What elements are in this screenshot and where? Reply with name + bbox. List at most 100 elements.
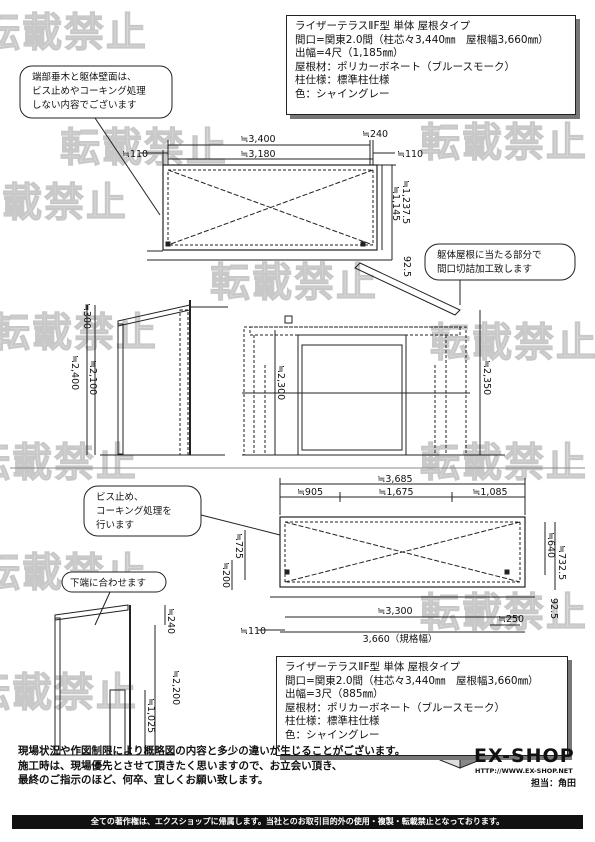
callout-text: ビス止めやコーキング処理: [32, 85, 146, 97]
dim-label: ≒2,400: [69, 355, 80, 390]
spec-line: 間口=関東2.0間（柱芯々3,440㎜ 屋根幅3,660㎜）: [295, 33, 549, 46]
dim-label: ≒240: [362, 129, 388, 140]
post: [284, 569, 290, 575]
callout-text: 躯体屋根に当たる部分で: [437, 249, 542, 261]
dim-label: ≒2,350: [481, 360, 492, 395]
dim-label: ≒725: [233, 533, 244, 559]
dim-label: ≒2,200: [170, 670, 181, 705]
spec-line: 屋根材：ポリカーボネート（ブルースモーク）: [285, 701, 505, 714]
logo-url: HTTP://WWW.EX-SHOP.NET: [475, 767, 573, 775]
dim-label: ≒300: [81, 303, 92, 329]
dim-label: ≒2,100: [87, 360, 98, 395]
dim-label: ≒3,400: [240, 134, 275, 145]
dim-label: ≒3,685: [377, 474, 412, 485]
top-plan-view: ≒3,400 ≒3,180 ≒110 ≒110 ≒240 ≒1,145 ≒1,2…: [122, 129, 423, 277]
roof-fascia: [249, 326, 461, 336]
dim-label: ≒250: [498, 614, 524, 625]
spec-line: 出幅=4尺（1,185㎜）: [295, 47, 404, 60]
dim-label: ≒640: [545, 532, 556, 558]
door-inner: [301, 344, 403, 451]
callout-text: 端部垂木と躯体壁面は、: [32, 71, 137, 83]
callout-text: 行います: [96, 519, 134, 531]
roof-outline: [162, 164, 378, 251]
spec-line: 色：シャイングレー: [285, 728, 380, 741]
post: [117, 323, 124, 455]
watermark: 転載禁止: [210, 260, 378, 307]
spec-title: ライザーテラスⅡF型 単体 屋根タイプ: [285, 661, 461, 673]
note-line: 最終のご指示のほど、何卒、宜しくお願い致します。: [18, 774, 269, 786]
post: [165, 241, 171, 247]
roof-panel: [54, 604, 129, 621]
inner-outline: [284, 521, 521, 583]
spec-box-bottom: ライザーテラスⅡF型 単体 屋根タイプ 間口=関東2.0間（柱芯々3,440㎜ …: [276, 656, 568, 756]
dim-label: ≒1,145: [390, 186, 401, 221]
callout-text: 下端に合わせます: [70, 577, 146, 589]
post: [54, 617, 61, 755]
author-label: 担当：角田: [531, 779, 577, 789]
spec-line: 屋根材：ポリカーボネート（ブルースモーク）: [295, 60, 515, 73]
dim-label: ≒1,025: [145, 698, 156, 733]
watermark: 転載禁止: [0, 440, 138, 487]
spec-line: 間口=関東2.0間（柱芯々3,440㎜ 屋根幅3,660㎜）: [285, 674, 539, 687]
callout-bottom-align: 下端に合わせます: [61, 571, 167, 626]
brace-line: [167, 169, 374, 246]
dim-label: ≒110: [397, 149, 423, 160]
note-line: 施工時は、現場優先とさせて頂きたく思いますので、お立会い頂き、: [18, 759, 343, 772]
dim-label: ≒3,180: [240, 149, 275, 160]
watermark: 転載禁止: [0, 10, 148, 57]
spec-line: 柱仕様：標準柱仕様: [285, 715, 380, 728]
dim-label: ≒1,085: [472, 487, 507, 498]
dim-label: ≒110: [240, 626, 266, 637]
callout-text: しない内容でございます: [32, 99, 137, 111]
dim-label: 92.5: [401, 256, 412, 277]
side-elevation-bottom: ≒240 ≒2,200 ≒1,025: [50, 604, 181, 756]
note-line: 現場状況や作図制限により概略図の内容と多少の違いが生じることがございます。: [18, 745, 406, 757]
spec-title: ライザーテラスⅡF型 単体 屋根タイプ: [295, 20, 471, 32]
dim-label: ≒200: [220, 562, 231, 588]
bottom-plan-view: ≒3,685 ≒905 ≒1,675 ≒1,085 ≒725 ≒200 ≒640…: [220, 474, 567, 645]
callout-text: ビス止め、: [96, 491, 144, 503]
inner-outline: [167, 169, 374, 246]
watermark: 転載禁止: [0, 310, 158, 357]
watermark: 転載禁止: [0, 180, 128, 227]
dim-label: ≒110: [122, 149, 148, 160]
door-outline: [297, 334, 407, 456]
front-elevation-top: ≒2,300 ≒2,350: [242, 262, 505, 456]
watermark: 転載禁止: [60, 125, 228, 172]
house-roof: [354, 262, 461, 316]
dim-label: ≒905: [297, 487, 323, 498]
spec-line: 柱仕様：標準柱仕様: [295, 74, 390, 87]
post-base: [179, 309, 189, 456]
post-base: [109, 689, 126, 756]
brace-line: [284, 521, 521, 583]
callout-text: 間口切詰加工致します: [437, 263, 532, 275]
spec-box-top: ライザーテラスⅡF型 単体 屋根タイプ 間口=関東2.0間（柱芯々3,440㎜ …: [286, 15, 576, 115]
post: [504, 569, 510, 575]
watermark: 転載禁止: [0, 670, 138, 717]
dim-label: 92.5: [548, 598, 559, 619]
spec-line: 出幅=3尺（885㎜）: [285, 688, 384, 701]
watermark: 転載禁止: [420, 120, 588, 167]
disclaimer-notes: 現場状況や作図制限により概略図の内容と多少の違いが生じることがございます。 施工…: [18, 744, 405, 788]
roof-panel: [117, 304, 191, 327]
logo-name: EX-SHOP: [474, 745, 575, 767]
window: [284, 315, 293, 324]
callout-roof-cut: 躯体屋根に当たる部分で 間口切詰加工致します: [424, 243, 576, 305]
dim-label: ≒1,237.5: [400, 180, 411, 224]
roof-outline: [279, 516, 526, 588]
callout-screw: ビス止め、 コーキング処理を 行います: [83, 485, 281, 537]
side-elevation-top: ≒300 ≒2,400 ≒2,100: [69, 300, 228, 456]
watermark: 転載禁止: [420, 440, 588, 487]
dim-label: ≒1,675: [378, 487, 413, 498]
dim-label: 3,660（規格幅）: [363, 633, 438, 645]
dim-label: ≒240: [165, 608, 176, 634]
callout-end-wall: 端部垂木と躯体壁面は、 ビス止めやコーキング処理 しない内容でございます: [19, 65, 173, 216]
dim-label: ≒732.5: [556, 545, 567, 580]
callout-text: コーキング処理を: [96, 505, 172, 517]
copyright-footer: 全ての著作権は、エクスショップに帰属します。当社とのお取引目的外の使用・複製・転…: [12, 815, 583, 829]
post: [360, 241, 366, 247]
dim-label: ≒2,300: [275, 365, 286, 400]
spec-line: 色：シャイングレー: [295, 87, 390, 100]
dim-label: ≒3,300: [377, 606, 412, 617]
